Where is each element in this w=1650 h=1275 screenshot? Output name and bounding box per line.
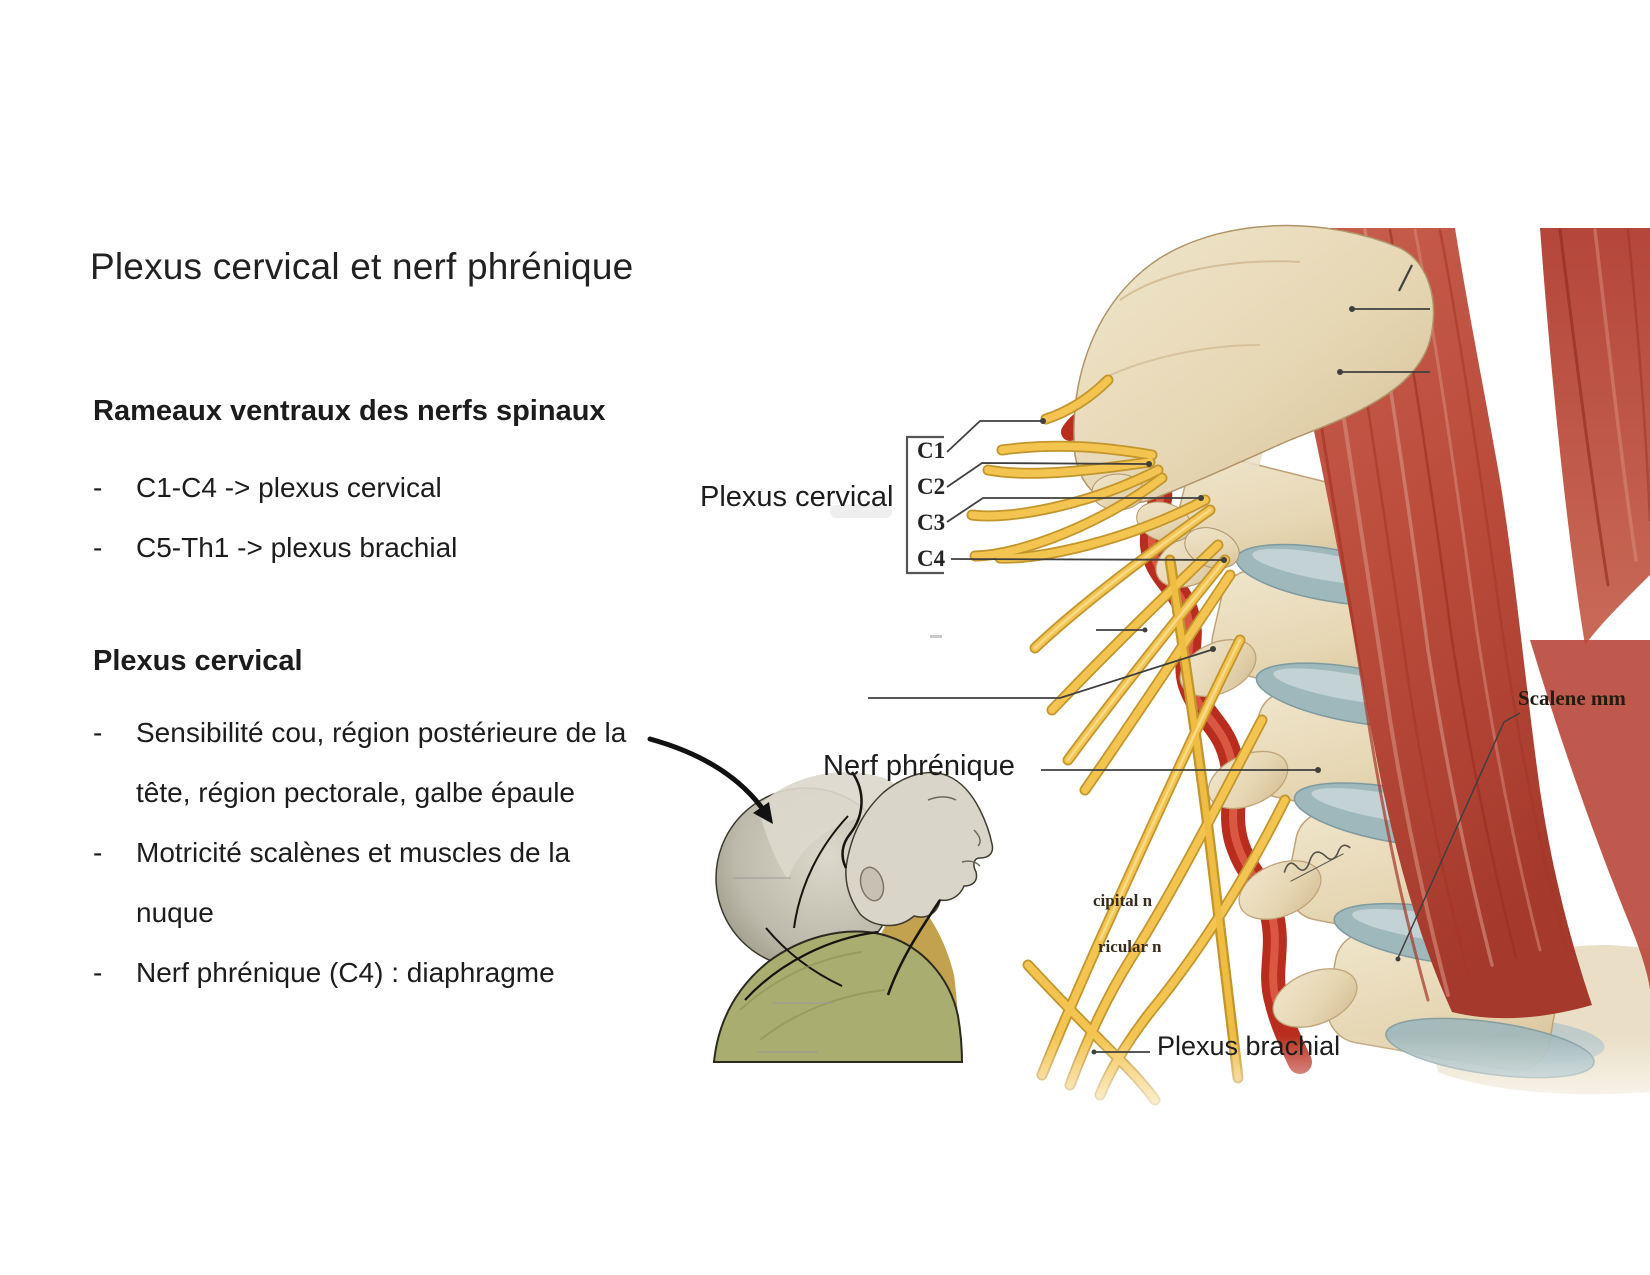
bullet-dash: -: [93, 472, 103, 503]
unlabeled-leader-line-1: [868, 649, 1212, 699]
nerf-phrenique-label: Nerf phrénique: [823, 750, 1015, 782]
section1-heading: Rameaux ventraux des nerfs spinaux: [93, 395, 606, 427]
ear: [859, 866, 885, 902]
bullet-dash: -: [93, 957, 103, 988]
bullet-text: C5-Th1 -> plexus brachial: [136, 532, 458, 563]
leader-dots: [1040, 306, 1401, 1055]
bullet-text: Nerf phrénique (C4) : diaphragme: [136, 957, 555, 988]
section2-bullet-list: - Sensibilité cou, région postérieure de…: [93, 703, 653, 1003]
root-bracket: [905, 435, 944, 575]
plexus-brachial-label: Plexus brachial: [1157, 1031, 1341, 1061]
bullet-text: C1-C4 -> plexus cervical: [136, 472, 442, 503]
bullet-item: - Motricité scalènes et muscles de la nu…: [93, 823, 653, 943]
bullet-item: - C5-Th1 -> plexus brachial: [93, 518, 653, 578]
scalene-leader-line: [1397, 712, 1521, 959]
section2-heading: Plexus cervical: [93, 645, 303, 677]
artist-signature: [1283, 844, 1351, 882]
erased-label-smudges: [830, 505, 942, 638]
bullet-item: - C1-C4 -> plexus cervical: [93, 458, 653, 518]
c4-leader-line: [950, 558, 1223, 561]
head-faint-leader-lines: [733, 877, 833, 1053]
bullet-dash: -: [93, 717, 103, 748]
bullet-item: - Sensibilité cou, région postérieure de…: [93, 703, 653, 823]
root-label-c3: C3: [917, 510, 946, 535]
root-label-c2: C2: [917, 474, 946, 499]
spine-scene: [940, 224, 1650, 1130]
scalene-muscles: [1244, 228, 1650, 1019]
plexus-cervical-label: Plexus cervical: [700, 481, 894, 513]
tick-slash: [1398, 264, 1413, 292]
auricular-nerve-label: ricular n: [1098, 937, 1162, 956]
bullet-dash: -: [93, 532, 103, 563]
root-label-c4: C4: [917, 546, 946, 571]
c3-leader-line: [946, 497, 1199, 523]
section1-bullet-list: - C1-C4 -> plexus cervical - C5-Th1 -> p…: [93, 458, 653, 578]
scalene-mm-label: Scalene mm: [1518, 686, 1626, 710]
root-label-c1: C1: [917, 438, 946, 463]
head-dermatome-illustration: [712, 771, 994, 1063]
face-features: [927, 796, 981, 867]
c1-leader-line: [946, 420, 1041, 453]
bullet-text: Sensibilité cou, région postérieure de l…: [136, 717, 627, 808]
slide-title: Plexus cervical et nerf phrénique: [90, 246, 634, 287]
curved-arrow: [647, 736, 773, 824]
illustration-fade: [940, 1035, 1650, 1130]
bullet-text: Motricité scalènes et muscles de la nuqu…: [136, 837, 571, 928]
annotation-lines: [868, 264, 1521, 1055]
bullet-item: - Nerf phrénique (C4) : diaphragme: [93, 943, 653, 1003]
occipital-nerve-label: cipital n: [1093, 891, 1153, 910]
head-region-outlines: [744, 771, 942, 1001]
c2-leader-line: [946, 462, 1148, 488]
bullet-dash: -: [93, 837, 103, 868]
phrenic-nerve: [1166, 556, 1242, 1082]
head-shading: [739, 951, 886, 1041]
